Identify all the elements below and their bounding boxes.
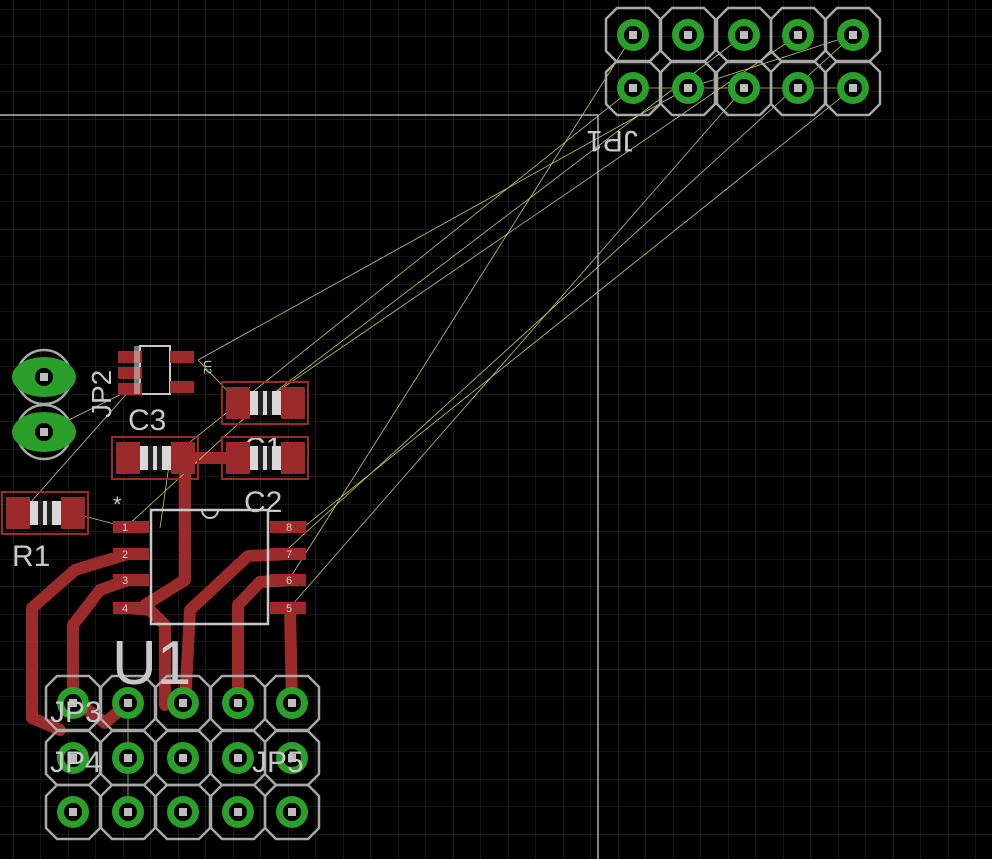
pin-number: 2 — [122, 549, 128, 561]
label-jp4: JP4 — [50, 746, 102, 779]
ic-pad[interactable]: 1 — [113, 521, 149, 534]
label-u1: U1 — [112, 629, 191, 698]
ic-u1[interactable]: 1 2 3 4 5 6 7 8 * U1 — [112, 492, 306, 698]
regulator-u2[interactable]: U2 — [118, 345, 213, 395]
airwire — [261, 34, 799, 403]
label-jp3: JP3 — [50, 696, 102, 729]
ic-pad[interactable]: 3 — [113, 574, 149, 587]
ic-pad[interactable]: 6 — [270, 574, 306, 587]
through-hole-pad[interactable] — [824, 59, 882, 117]
header-jp2[interactable]: JP2 — [12, 348, 117, 461]
through-hole-pad[interactable] — [769, 59, 827, 117]
header-jp1[interactable]: JP1 — [586, 6, 882, 157]
through-hole-pad[interactable] — [659, 59, 717, 117]
through-hole-pad[interactable] — [12, 403, 76, 461]
board-outline — [0, 114, 599, 859]
ic-pad[interactable]: 4 — [113, 602, 149, 615]
header-block-jp3-jp5[interactable]: JP3 JP4 JP5 — [44, 674, 321, 841]
ic-pad[interactable]: 8 — [270, 521, 306, 534]
pin-number: 3 — [122, 575, 128, 587]
label-r1: R1 — [12, 540, 50, 573]
through-hole-pad[interactable] — [263, 783, 321, 841]
trace-u1p2-jp[interactable] — [26, 548, 134, 736]
through-hole-pad[interactable] — [154, 729, 212, 787]
capacitor-c3[interactable]: C3 — [111, 404, 199, 480]
pin1-marker: * — [113, 492, 122, 517]
label-c3: C3 — [128, 404, 166, 437]
through-hole-pad[interactable] — [715, 6, 773, 64]
airwire — [289, 34, 634, 579]
through-hole-pad[interactable] — [44, 783, 102, 841]
pin-number: 7 — [286, 549, 292, 561]
through-hole-pad[interactable] — [44, 729, 102, 787]
ic-pad[interactable]: 5 — [270, 602, 306, 615]
pin-number: 6 — [286, 575, 292, 587]
through-hole-pad[interactable] — [99, 783, 157, 841]
through-hole-pad[interactable] — [99, 674, 157, 732]
through-hole-pad[interactable] — [154, 783, 212, 841]
airwire — [299, 87, 854, 531]
label-u2: U2 — [201, 360, 213, 374]
airwire — [197, 87, 689, 361]
capacitor-c2[interactable]: C2 — [221, 436, 309, 519]
through-hole-pad[interactable] — [209, 783, 267, 841]
label-jp2: JP2 — [86, 370, 117, 418]
ic-pad[interactable]: 7 — [270, 548, 306, 561]
pin-number: 5 — [286, 603, 292, 615]
airwire — [261, 34, 745, 403]
pin-number: 1 — [122, 522, 128, 534]
through-hole-pad[interactable] — [44, 674, 102, 732]
label-jp5: JP5 — [252, 746, 304, 779]
ic-pad[interactable]: 2 — [113, 548, 149, 561]
pin-number: 8 — [286, 522, 292, 534]
through-hole-pad[interactable] — [715, 59, 773, 117]
through-hole-pad[interactable] — [659, 6, 717, 64]
pin-number: 4 — [122, 603, 128, 615]
airwire — [291, 87, 745, 606]
through-hole-pad[interactable] — [604, 59, 662, 117]
trace-c3-u1[interactable] — [139, 452, 191, 611]
label-c2: C2 — [244, 486, 282, 519]
label-jp1: JP1 — [586, 124, 638, 157]
resistor-r1[interactable]: R1 — [1, 491, 89, 573]
